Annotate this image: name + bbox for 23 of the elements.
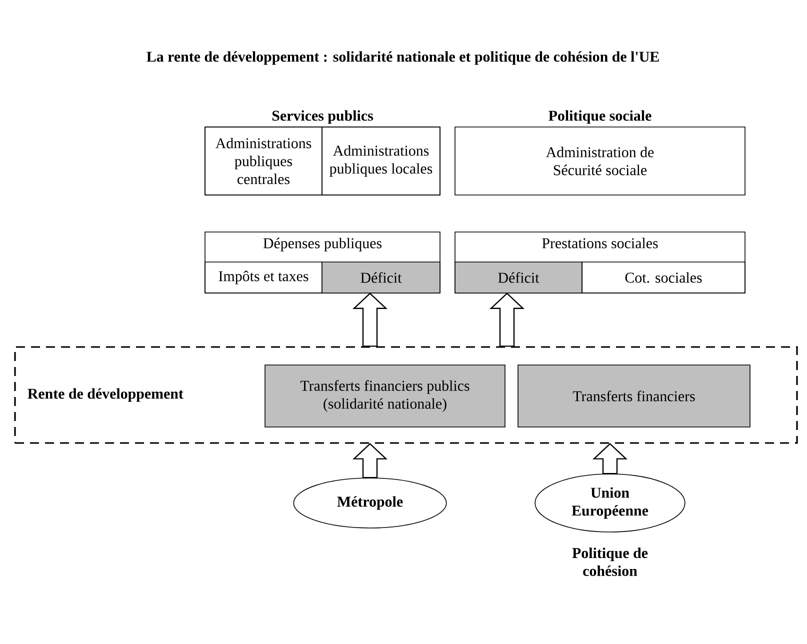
- cell: Transferts financiers publics (solidarité nationale): [264, 364, 506, 428]
- block-arrow: [489, 292, 525, 347]
- cell: Administrations publiques centrales: [204, 126, 322, 196]
- cell: Administrations publiques locales: [322, 126, 440, 196]
- cell: Transferts financiers: [518, 364, 750, 428]
- block-arrow: [352, 292, 388, 347]
- group-box: [14, 346, 798, 444]
- node-label: Politique de cohésion: [572, 548, 648, 576]
- box-label: Dépenses publiques: [263, 238, 382, 252]
- ellipse-node: Union Européenne: [534, 474, 686, 532]
- group-label: Rente de développement: [28, 388, 184, 402]
- cell: Déficit: [322, 262, 440, 294]
- box-text: Administration de Sécurité sociale: [546, 146, 654, 176]
- cell: Cot. sociales: [582, 262, 746, 294]
- title: La rente de développement : solidarité nationale et politique de cohésion de l'UE: [146, 51, 659, 65]
- cell: Déficit: [454, 262, 582, 294]
- cell: Impôts et taxes: [204, 262, 322, 294]
- block-arrow: [592, 442, 628, 474]
- ellipse-node: Métropole: [293, 478, 447, 528]
- box-label: Prestations sociales: [542, 238, 658, 248]
- heading: Politique sociale: [548, 110, 652, 124]
- block-arrow: [352, 442, 388, 478]
- heading: Services publics: [272, 110, 373, 124]
